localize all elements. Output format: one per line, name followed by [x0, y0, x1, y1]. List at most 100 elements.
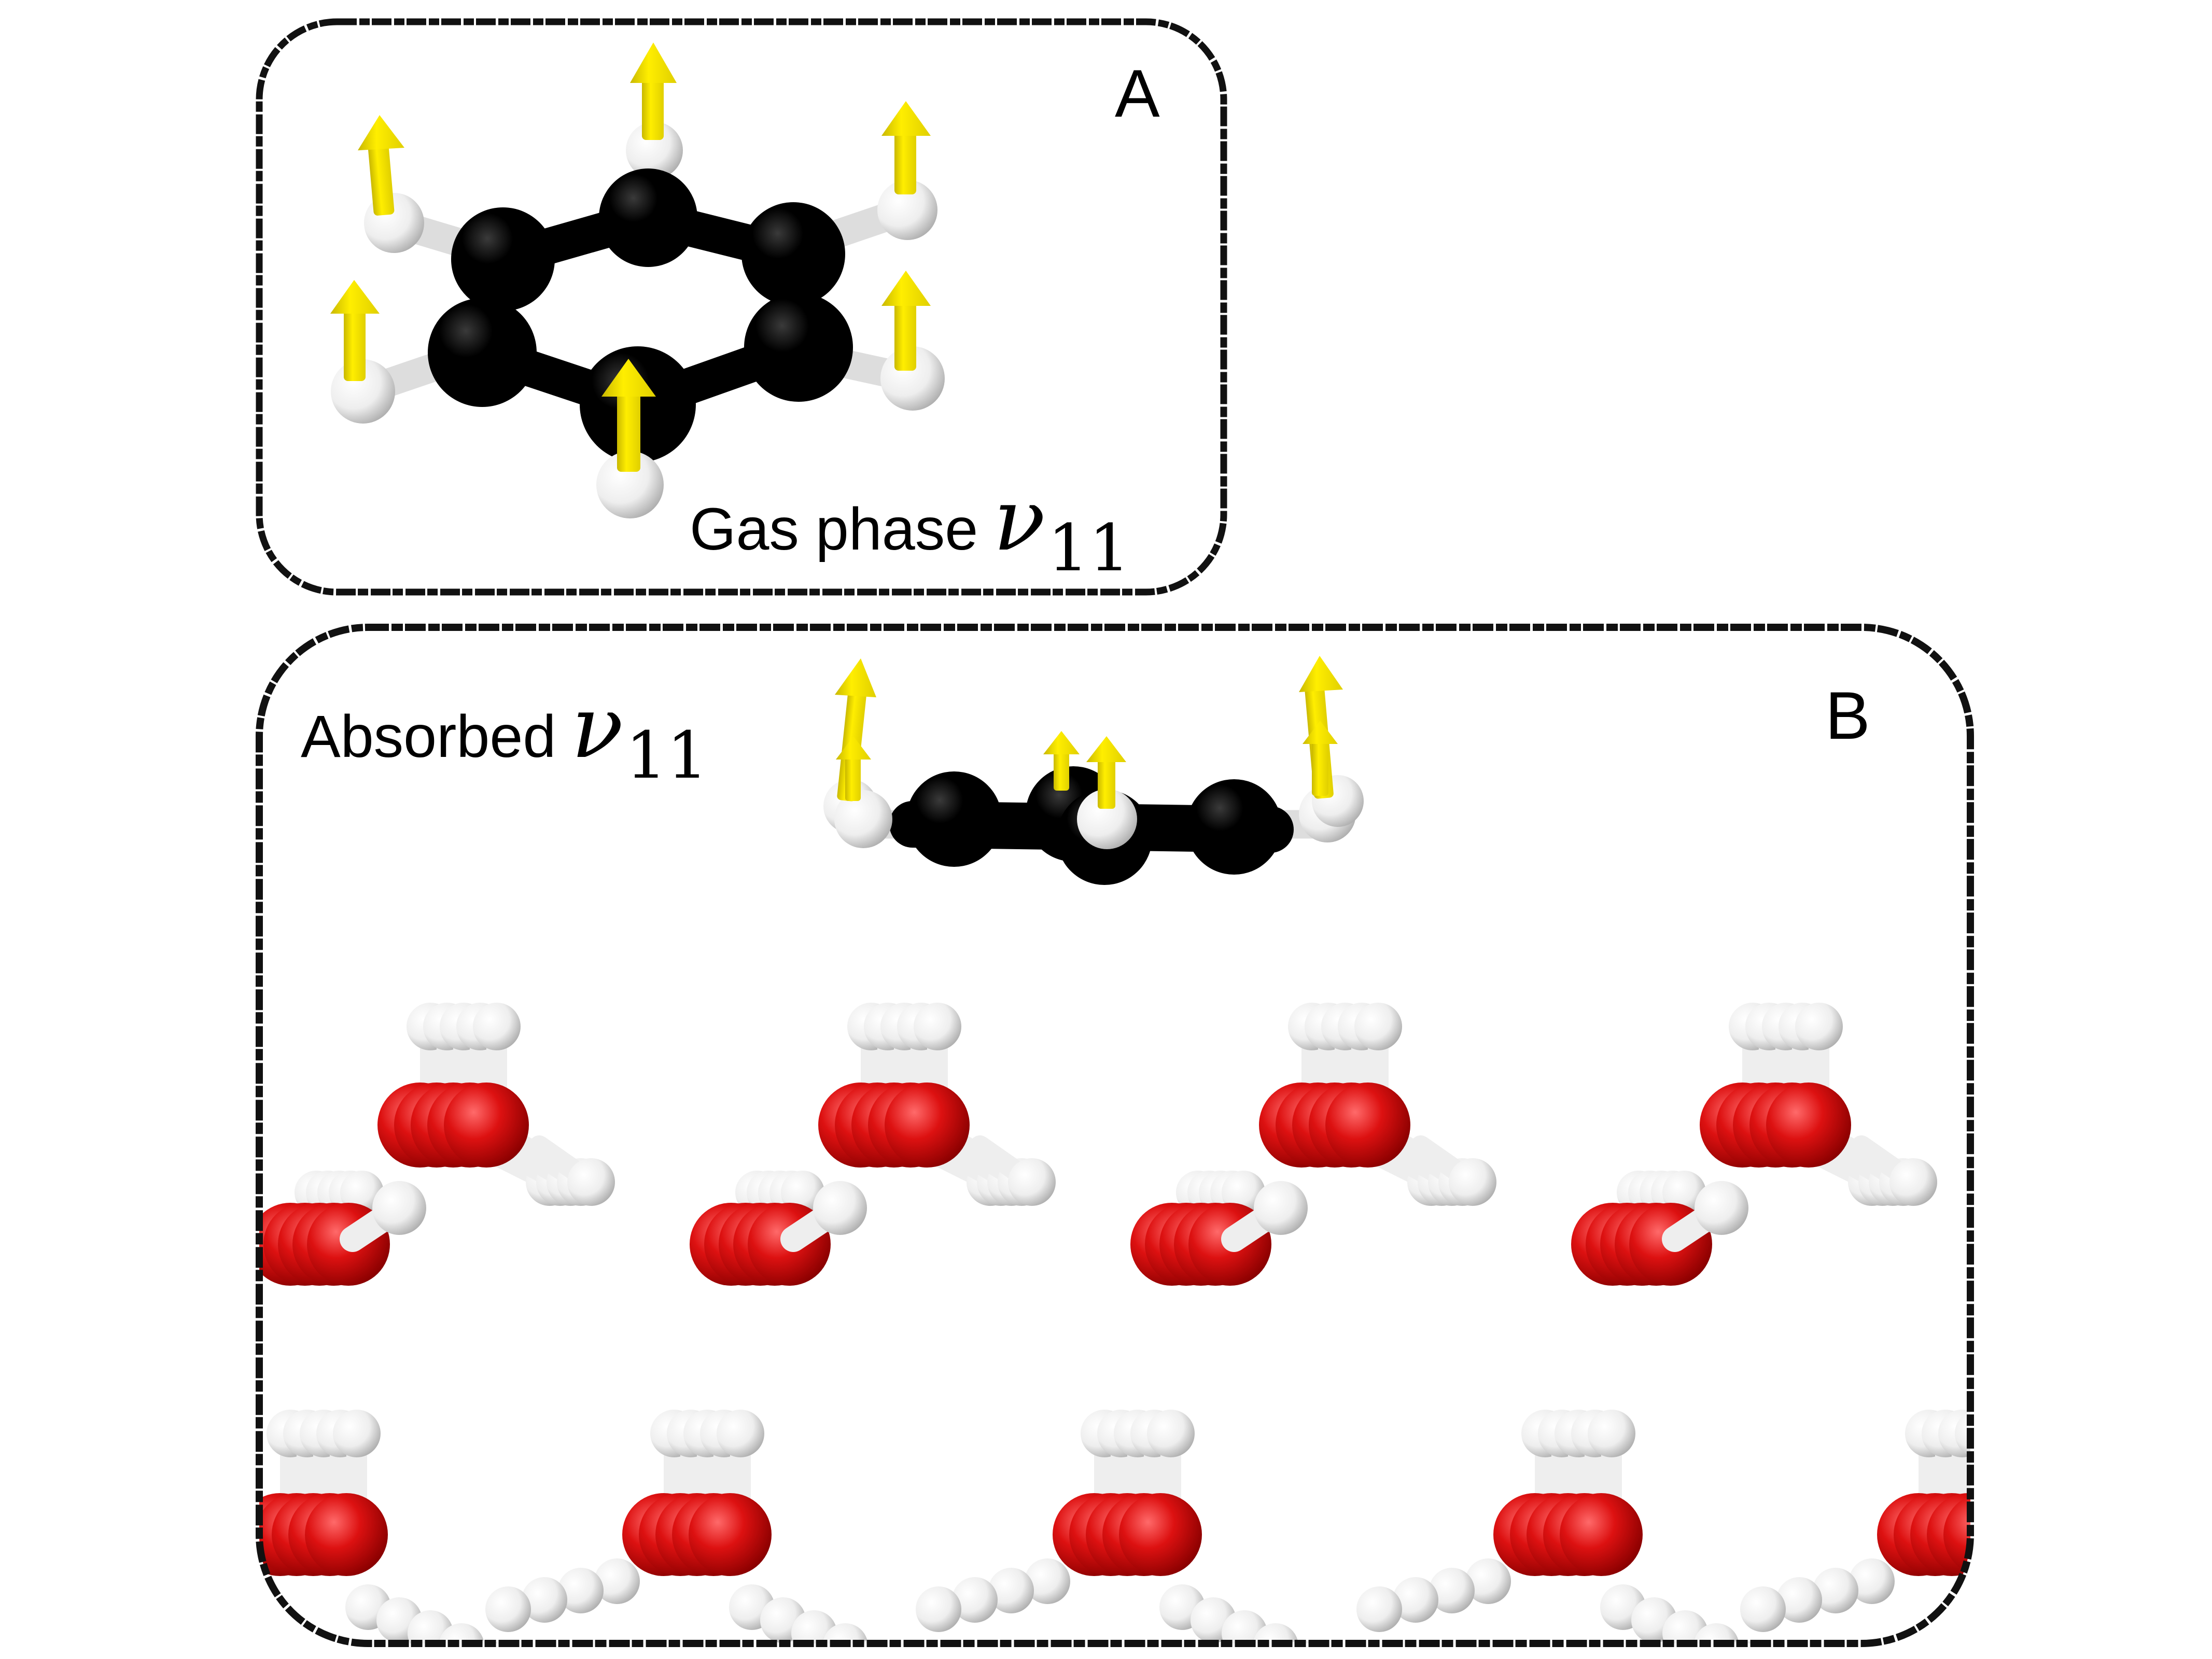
hydrogen-atom: [211, 1558, 256, 1604]
oxygen-atom: [1654, 1649, 1727, 1659]
displacement-arrow: [601, 359, 656, 472]
oxygen-atom: [415, 1649, 487, 1659]
hydrogen-atom: [1955, 1410, 1970, 1457]
hydrogen-atom: [1449, 1158, 1496, 1206]
carbon-atom: [741, 202, 845, 306]
hydrogen-atom: [2046, 1610, 2092, 1656]
hydrogen-atom: [1984, 1584, 2029, 1630]
hydrogen-atom: [791, 1610, 837, 1643]
ice-surface: [102, 1003, 2150, 1659]
hydrogen-atom: [1354, 1003, 1402, 1050]
benzene-absorbed: [823, 656, 1364, 885]
panel-a-nu-symbol: ν: [993, 470, 1045, 570]
hydrogen-atom: [1008, 1158, 1056, 1206]
hydrogen-atom: [408, 1610, 453, 1643]
hydrogen-atom: [567, 1158, 615, 1206]
oxygen-atom: [1325, 1082, 1410, 1168]
hydrogen-atom: [952, 1577, 998, 1623]
oxygen-atom: [885, 1082, 970, 1168]
panel-a: A Gas phase ν 11: [256, 18, 1227, 596]
hydrogen-atom: [1849, 1558, 1895, 1604]
hydrogen-atom: [1253, 1623, 1298, 1643]
hydrogen-atom: [877, 180, 937, 240]
displacement-arrow: [881, 271, 931, 371]
hydrogen-atom: [558, 1568, 604, 1613]
hydrogen-atom: [626, 122, 683, 179]
oxygen-atom: [2053, 1649, 2126, 1659]
oxygen-atom: [1943, 1493, 1970, 1576]
panel-a-mode-index: 11: [1047, 511, 1130, 586]
carbon-atom: [1186, 779, 1282, 875]
hydrogen-atom: [1025, 1558, 1070, 1604]
hydrogen-atom: [596, 451, 664, 518]
oxygen-atom: [2038, 1649, 2110, 1659]
hydrogen-atom: [522, 1577, 567, 1623]
panel-b-frame: [256, 624, 1974, 1647]
hydrogen-atom: [102, 1586, 147, 1632]
oxygen-atom: [814, 1649, 887, 1659]
panel-a-caption: Gas phase ν 11: [690, 470, 1130, 586]
hydrogen-atom: [2077, 1623, 2123, 1659]
hydrogen-atom: [1795, 1003, 1843, 1050]
hydrogen-atom: [1393, 1577, 1438, 1623]
hydrogen-atom: [1588, 1410, 1635, 1457]
displacement-arrow: [358, 115, 404, 216]
carbon-atom: [744, 293, 853, 402]
hydrogen-atom: [1077, 789, 1137, 849]
oxygen-atom: [1560, 1493, 1643, 1576]
oxygen-atom: [767, 1649, 840, 1659]
oxygen-atom: [1244, 1649, 1317, 1659]
benzene-gas-phase: [330, 43, 945, 518]
hydrogen-atom: [1813, 1568, 1858, 1613]
panel-b-caption: Absorbed ν 11: [301, 678, 708, 793]
hydrogen-atom: [439, 1623, 484, 1643]
oxygen-atom: [1766, 1082, 1851, 1168]
hydrogen-atom: [1740, 1586, 1786, 1632]
hydrogen-atom: [1662, 1610, 1708, 1643]
displacement-arrow: [1303, 721, 1338, 796]
oxygen-atom: [430, 1649, 503, 1659]
hydrogen-atom: [916, 1586, 961, 1632]
displacement-arrow: [630, 43, 677, 140]
hydrogen-atom: [1776, 1577, 1822, 1623]
hydrogen-atom: [1971, 1410, 2019, 1457]
hydrogen-atom: [2102, 1640, 2150, 1659]
panel-b-caption-text: Absorbed: [301, 704, 556, 770]
carbon-atom: [428, 298, 537, 407]
hydrogen-atom: [1465, 1558, 1511, 1604]
panel-a-frame: [256, 18, 1227, 596]
displacement-arrow: [1086, 736, 1126, 809]
oxygen-atom: [689, 1493, 772, 1576]
oxygen-atom: [1119, 1493, 1202, 1576]
displacement-arrow: [330, 280, 380, 381]
oxygen-atom: [1213, 1649, 1286, 1659]
panel-b-nu-symbol: ν: [571, 678, 623, 777]
displacement-arrow: [881, 101, 931, 194]
oxygen-atom: [2069, 1649, 2141, 1659]
oxygen-atom: [305, 1493, 388, 1576]
hydrogen-atom: [717, 1410, 764, 1457]
oxygen-atom: [1198, 1649, 1270, 1659]
oxygen-atom: [1229, 1649, 1301, 1659]
oxygen-atom: [1639, 1649, 1711, 1659]
hydrogen-atom: [1693, 1623, 1739, 1643]
oxygen-atom: [2022, 1649, 2095, 1659]
oxygen-atom: [384, 1649, 456, 1659]
hydrogen-atom: [914, 1003, 961, 1050]
hydrogen-atom: [1695, 1181, 1748, 1235]
oxygen-atom: [783, 1649, 856, 1659]
carbon-atom: [599, 168, 697, 267]
panel-b: B Absorbed ν 11: [102, 624, 2150, 1659]
hydrogen-atom: [138, 1577, 184, 1623]
hydrogen-atom: [834, 790, 892, 848]
hydrogen-atom: [988, 1568, 1034, 1613]
hydrogen-atom: [1254, 1181, 1308, 1235]
displacement-arrows: [835, 656, 1343, 809]
oxygen-atom: [444, 1082, 529, 1168]
hydrogen-atom: [473, 1003, 521, 1050]
hydrogen-atom: [485, 1586, 531, 1632]
hydrogen-atom: [1889, 1158, 1937, 1206]
hydrogen-atom: [1222, 1610, 1267, 1643]
oxygen-atom: [799, 1649, 871, 1659]
